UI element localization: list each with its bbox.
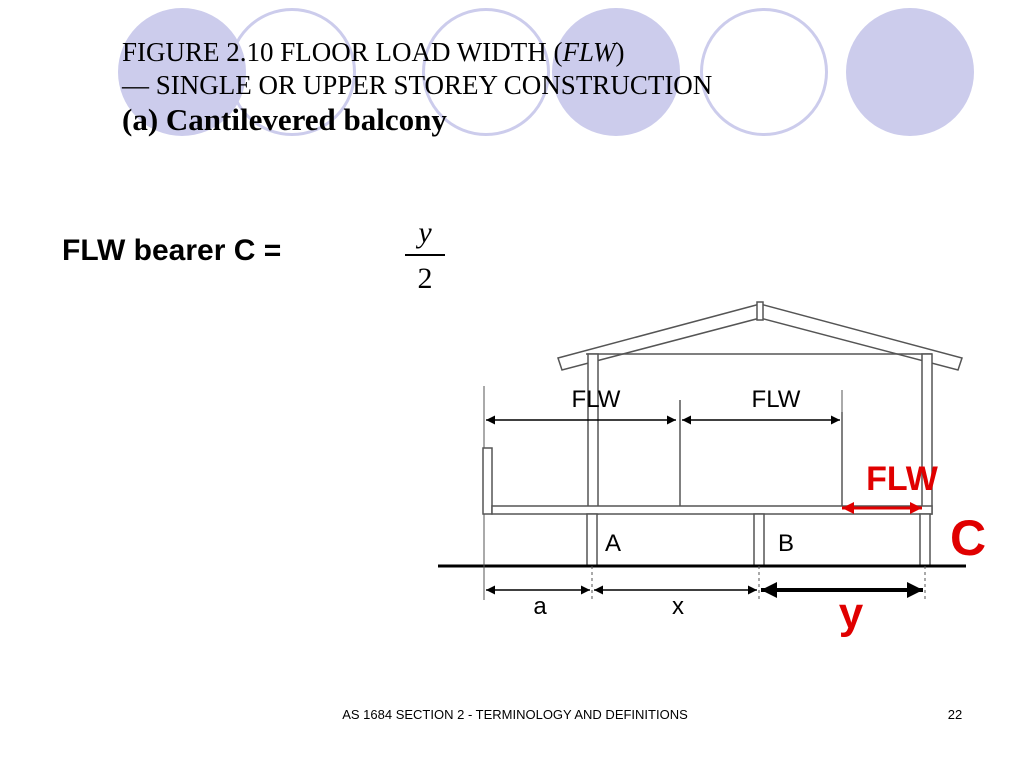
footer-text: AS 1684 SECTION 2 - TERMINOLOGY AND DEFI… <box>342 707 688 722</box>
roof-ridge <box>756 301 764 321</box>
title-suffix: ) <box>615 37 625 67</box>
decorative-circle <box>552 8 680 136</box>
walls <box>482 353 933 515</box>
span-a-label: a <box>533 593 547 620</box>
formula-label: FLW bearer C = <box>62 234 282 267</box>
span-y-label: y <box>839 589 864 638</box>
balcony-balustrade <box>482 447 493 515</box>
guide-lines <box>483 386 926 602</box>
support-post-a <box>586 513 598 567</box>
decorative-ring <box>700 8 828 136</box>
formula-fraction: y 2 <box>405 216 445 296</box>
roof <box>557 301 963 371</box>
floor <box>491 505 933 515</box>
support-c-label: C <box>950 510 986 566</box>
decorative-ring <box>228 8 356 136</box>
support-post-c <box>919 513 931 567</box>
slide-title: FIGURE 2.10 FLOOR LOAD WIDTH (FLW) — SIN… <box>122 36 712 138</box>
decorative-circle <box>846 8 974 136</box>
title-line-2: — SINGLE OR UPPER STOREY CONSTRUCTION <box>122 70 713 100</box>
title-line-1: FIGURE 2.10 FLOOR LOAD WIDTH (FLW) <box>122 36 712 69</box>
fraction-bar <box>405 254 445 256</box>
fraction-numerator: y <box>418 216 432 249</box>
flw-a-label: FLW <box>572 386 621 413</box>
supports <box>586 513 931 567</box>
wall-a <box>587 353 599 515</box>
support-b-label: B <box>778 530 794 557</box>
subtitle: (a) Cantilevered balcony <box>122 102 447 137</box>
span-x-label: x <box>672 593 684 620</box>
title-flw: FLW <box>562 37 616 67</box>
support-post-b <box>753 513 765 567</box>
support-a-label: A <box>605 530 621 557</box>
flw-c-label: FLW <box>866 460 939 498</box>
page-number: 22 <box>947 707 963 722</box>
title-prefix: FIGURE 2.10 FLOOR LOAD WIDTH ( <box>122 37 563 67</box>
decorative-ring <box>422 8 550 136</box>
fraction-denominator: 2 <box>417 262 433 295</box>
decorative-circle <box>118 8 246 136</box>
flw-b-label: FLW <box>752 386 801 413</box>
